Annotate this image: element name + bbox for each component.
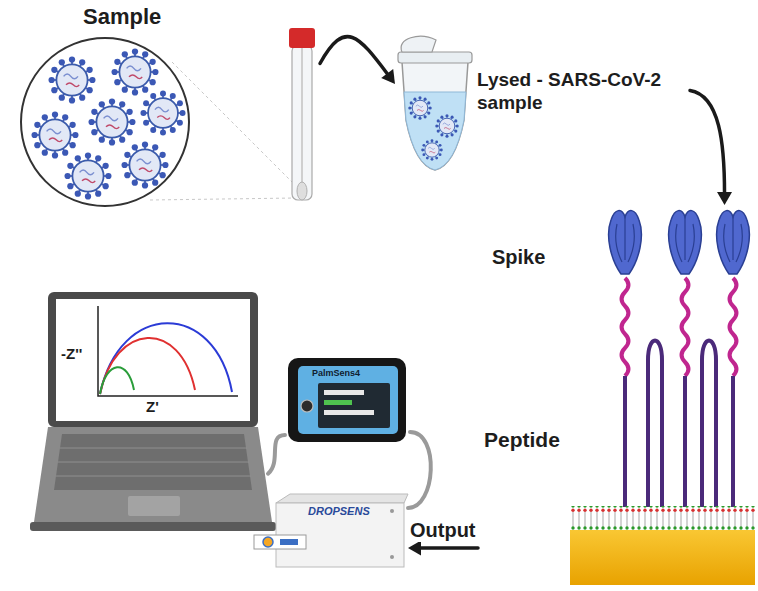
laptop: -Z'' Z' bbox=[28, 290, 268, 535]
cable bbox=[268, 435, 285, 474]
cable-line bbox=[268, 435, 285, 474]
output-arrow bbox=[408, 541, 478, 556]
arrowhead bbox=[381, 69, 395, 84]
sample-view: Sample bbox=[15, 2, 320, 207]
process-arrow bbox=[690, 91, 732, 206]
brand-label: DROPSENS bbox=[308, 505, 370, 518]
process-arrow-line bbox=[320, 37, 388, 76]
palmsens-device: PalmSens4 bbox=[285, 350, 410, 450]
arrowhead bbox=[408, 541, 421, 556]
axis-label: -Z'' bbox=[61, 345, 82, 363]
edge-label: Output bbox=[407, 518, 479, 542]
lysed-tube: Lysed - SARS-CoV-2 sample bbox=[395, 45, 690, 175]
arrowhead bbox=[717, 192, 732, 205]
peptide-label: Peptide bbox=[484, 427, 560, 452]
process-arrow-line bbox=[690, 91, 725, 195]
sensor-surface: SpikePeptide bbox=[478, 205, 755, 587]
cable bbox=[408, 432, 431, 508]
output-arrow-line bbox=[419, 546, 478, 550]
tube-label: Lysed - SARS-CoV-2 sample bbox=[477, 69, 687, 115]
cable-line bbox=[408, 432, 431, 508]
spike-label: Spike bbox=[492, 245, 545, 269]
sample-label: Sample bbox=[83, 4, 161, 30]
process-arrow bbox=[320, 37, 395, 84]
dropsens-box: DROPSENS bbox=[272, 492, 408, 572]
axis-label: Z' bbox=[146, 398, 159, 416]
device-label: PalmSens4 bbox=[312, 368, 360, 379]
